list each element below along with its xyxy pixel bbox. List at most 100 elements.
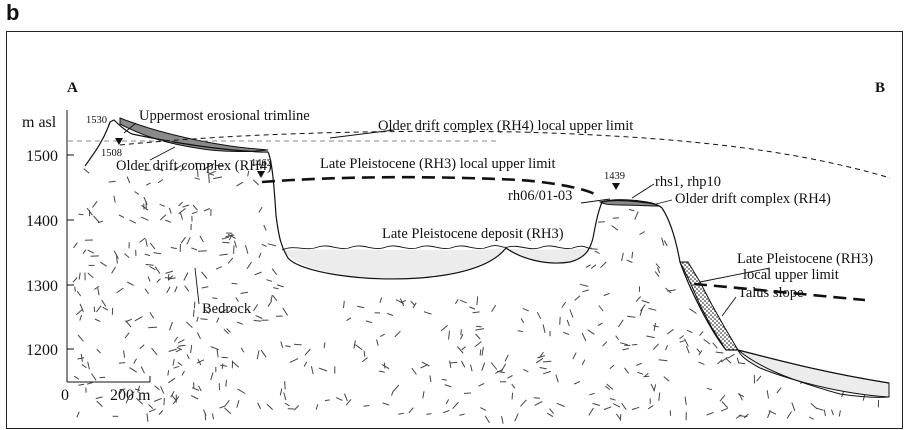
bedrock-hatch-mark bbox=[598, 305, 604, 312]
bedrock-hatch-mark bbox=[443, 409, 450, 414]
bedrock-hatch-mark bbox=[163, 397, 165, 406]
bedrock-hatch-mark bbox=[284, 381, 286, 390]
bedrock-hatch-mark bbox=[119, 389, 123, 394]
trimline-marker-icon bbox=[115, 138, 123, 145]
bedrock-hatch-mark bbox=[227, 234, 236, 239]
bedrock-hatch-mark bbox=[139, 344, 145, 350]
bedrock-hatch-mark bbox=[767, 410, 771, 418]
bedrock-hatch-mark bbox=[166, 286, 171, 294]
bedrock-hatch-mark bbox=[626, 259, 633, 263]
bedrock-hatch-mark bbox=[400, 300, 406, 304]
bedrock-hatch-mark bbox=[621, 252, 624, 262]
bedrock-hatch-mark bbox=[461, 346, 467, 351]
plateau-marker-icon bbox=[257, 171, 265, 178]
bedrock-hatch-mark bbox=[191, 211, 198, 215]
bedrock-hatch-mark bbox=[202, 165, 210, 171]
bedrock-hatch-mark bbox=[254, 271, 262, 276]
bedrock-hatch-mark bbox=[628, 209, 635, 212]
bedrock-hatch-mark bbox=[592, 402, 600, 406]
bedrock-hatch-mark bbox=[271, 268, 278, 275]
bedrock-hatch-mark bbox=[173, 336, 179, 342]
bedrock-hatch-mark bbox=[491, 304, 497, 312]
bedrock-hatch-mark bbox=[178, 201, 183, 207]
bedrock-hatch-mark bbox=[393, 384, 400, 392]
bedrock-hatch-mark bbox=[394, 330, 401, 338]
bedrock-hatch-mark bbox=[170, 390, 175, 398]
bedrock-hatch-mark bbox=[178, 344, 186, 347]
bedrock-hatch-mark bbox=[648, 307, 657, 311]
bedrock-hatch-mark bbox=[323, 342, 326, 349]
bedrock-hatch-mark bbox=[481, 346, 484, 356]
elev-1530: 1530 bbox=[86, 115, 107, 126]
bedrock-hatch-mark bbox=[215, 266, 223, 270]
bedrock-hatch-mark bbox=[255, 314, 263, 319]
bedrock-hatch-mark bbox=[555, 374, 559, 383]
bedrock-hatch-mark bbox=[294, 405, 300, 411]
older-drift-left-leader bbox=[149, 146, 176, 161]
bedrock-hatch-mark bbox=[559, 316, 561, 325]
bedrock-hatch-mark bbox=[480, 407, 487, 411]
bedrock-hatch-mark bbox=[363, 405, 370, 407]
bedrock-hatch-mark bbox=[225, 234, 235, 238]
bedrock-hatch-mark bbox=[236, 399, 240, 408]
y-tick-1400: 1400 bbox=[26, 213, 58, 230]
bedrock-hatch-mark bbox=[260, 163, 264, 170]
bedrock-hatch-mark bbox=[622, 347, 629, 351]
bedrock-hatch-mark bbox=[549, 408, 554, 414]
bedrock-hatch-mark bbox=[191, 247, 198, 251]
bedrock-hatch-mark bbox=[410, 300, 415, 306]
bedrock-hatch-mark bbox=[448, 330, 450, 340]
bedrock-hatch-mark bbox=[231, 282, 238, 285]
bedrock-hatch-mark bbox=[809, 416, 814, 420]
bedrock-hatch-mark bbox=[472, 311, 480, 314]
bedrock-hatch-mark bbox=[426, 413, 432, 415]
bedrock-hatch-mark bbox=[129, 219, 137, 224]
bedrock-hatch-mark bbox=[579, 283, 589, 287]
bedrock-hatch-mark bbox=[345, 398, 352, 406]
bedrock-hatch-mark bbox=[738, 415, 748, 418]
bedrock-hatch-mark bbox=[666, 328, 674, 335]
bedrock-hatch-mark bbox=[93, 215, 100, 223]
bedrock-hatch-mark bbox=[504, 354, 509, 362]
bedrock-hatch-mark bbox=[411, 367, 417, 375]
bedrock-hatch-mark bbox=[81, 364, 87, 369]
bedrock-hatch-mark bbox=[381, 364, 390, 370]
bedrock-hatch-mark bbox=[383, 362, 386, 369]
rhs1-leader bbox=[631, 183, 655, 199]
bedrock-hatch-mark bbox=[647, 404, 654, 410]
label-older-drift-right: Older drift complex (RH4) bbox=[675, 191, 831, 207]
bedrock-hatch-mark bbox=[153, 397, 162, 402]
bedrock-hatch-mark bbox=[280, 341, 284, 348]
bedrock-hatch-mark bbox=[602, 341, 608, 347]
bedrock-hatch-mark bbox=[96, 400, 103, 407]
bedrock-hatch-mark bbox=[145, 238, 148, 247]
bedrock-hatch-mark bbox=[562, 331, 570, 335]
bedrock-hatch-mark bbox=[195, 162, 198, 171]
bedrock-hatch-mark bbox=[639, 231, 646, 236]
bedrock-hatch-mark bbox=[225, 379, 227, 387]
bedrock-hatch-mark bbox=[154, 385, 160, 391]
bedrock-hatch-mark bbox=[207, 170, 216, 175]
bedrock-hatch-mark bbox=[226, 328, 231, 333]
bedrock-hatch-mark bbox=[318, 367, 328, 372]
bedrock-hatch-mark bbox=[815, 407, 824, 411]
bedrock-hatch-mark bbox=[173, 365, 180, 369]
bedrock-hatch-mark bbox=[94, 318, 101, 323]
bedrock-hatch-mark bbox=[111, 266, 117, 274]
bedrock-hatch-mark bbox=[118, 362, 126, 364]
bedrock-hatch-mark bbox=[520, 399, 527, 407]
bedrock-hatch-mark bbox=[147, 276, 151, 282]
valley-floor-line bbox=[737, 349, 890, 398]
bedrock-hatch-mark bbox=[474, 341, 482, 348]
bedrock-hatch-mark bbox=[169, 277, 176, 280]
bedrock-hatch-mark bbox=[823, 409, 826, 417]
bedrock-hatch-mark bbox=[507, 375, 513, 379]
bedrock-hatch-mark bbox=[574, 295, 581, 301]
bedrock-hatch-mark bbox=[421, 361, 430, 367]
bedrock-hatch-mark bbox=[247, 170, 250, 177]
bedrock-hatch-mark bbox=[186, 236, 191, 245]
bedrock-hatch-mark bbox=[170, 247, 177, 250]
bedrock-hatch-mark bbox=[258, 206, 263, 213]
bedrock-hatch-mark bbox=[204, 308, 210, 314]
bedrock-hatch-mark bbox=[475, 328, 484, 331]
